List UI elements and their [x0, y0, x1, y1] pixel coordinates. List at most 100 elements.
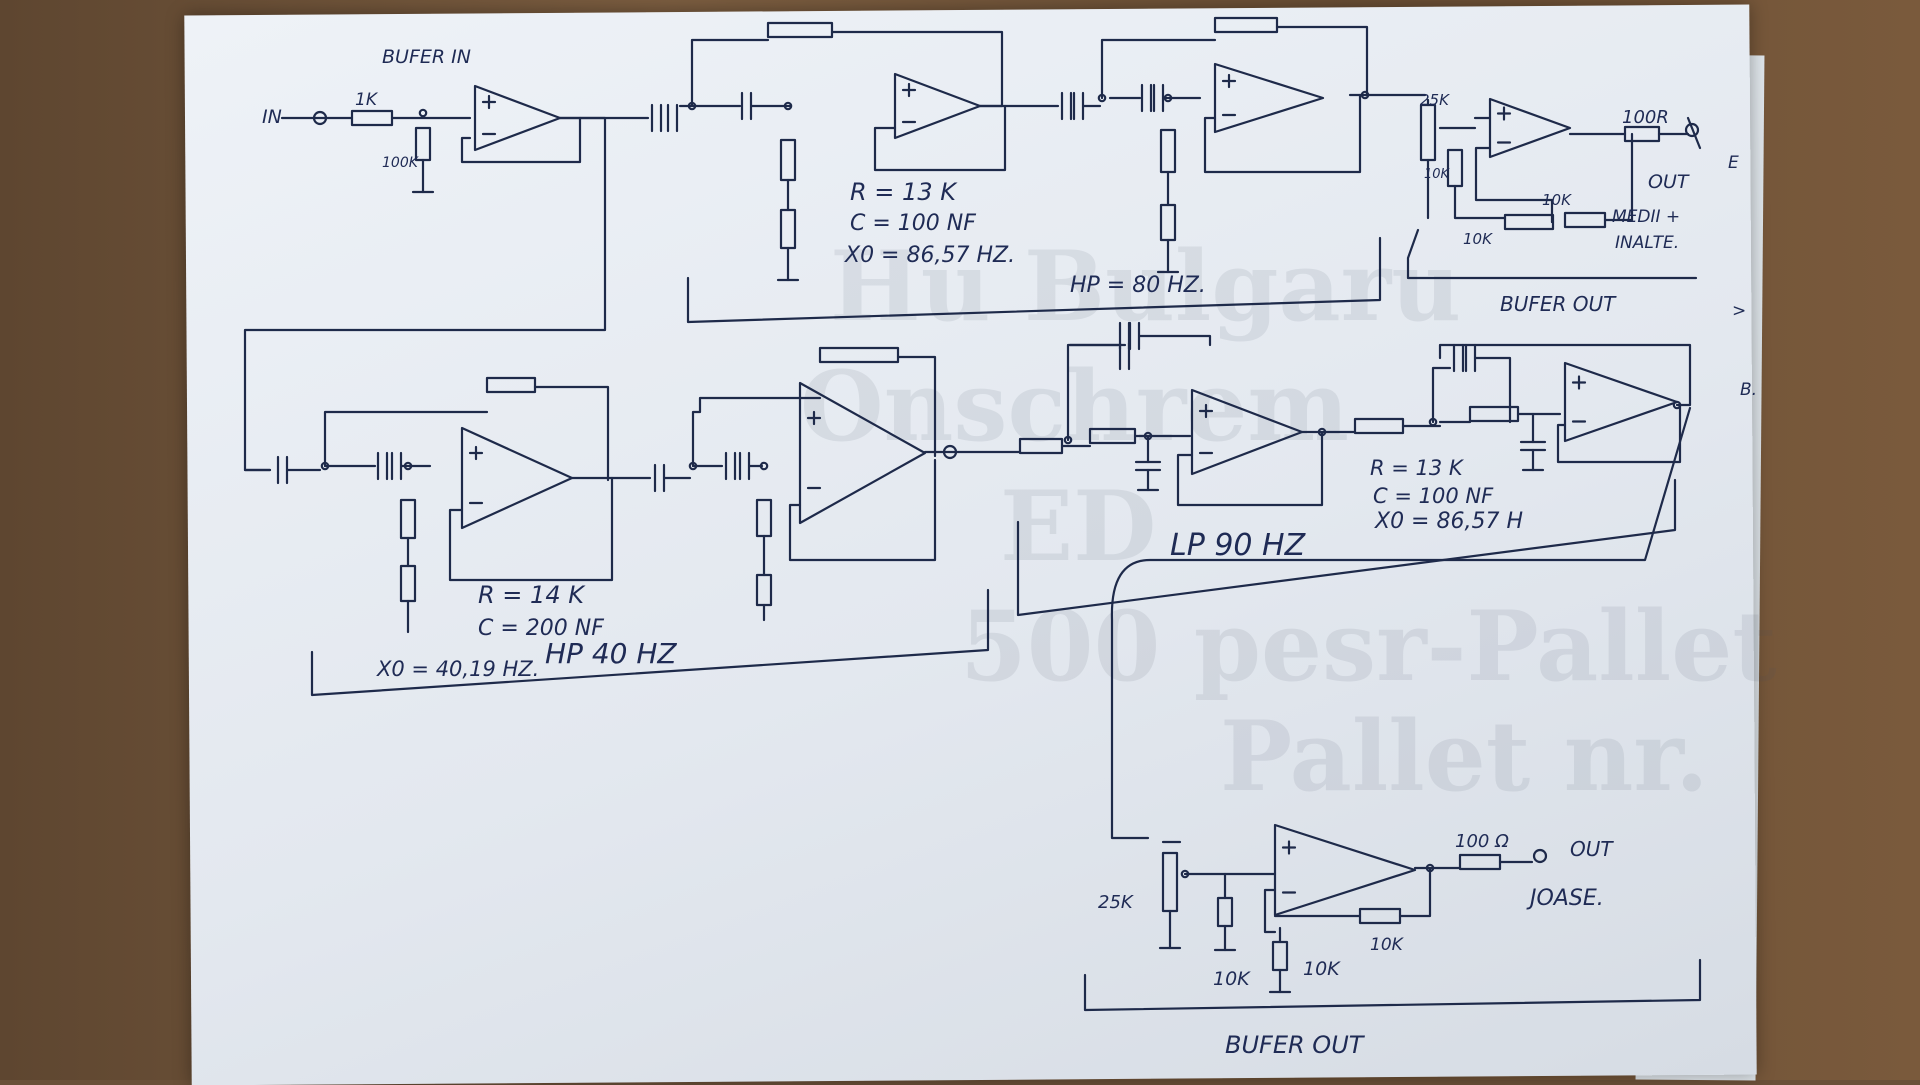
resistor: [485, 376, 537, 394]
op-amp: [893, 72, 982, 140]
margin-mark: B.: [1740, 380, 1757, 400]
resistor: [1161, 851, 1179, 913]
junction-dot: [1063, 435, 1073, 445]
resistor: [1446, 148, 1464, 188]
resistor: [1458, 853, 1502, 871]
resistor: [1468, 405, 1520, 423]
wire: [1203, 93, 1362, 174]
junction-dot: [403, 461, 413, 471]
resistor-100ohm-label: 100 Ω: [1455, 831, 1509, 852]
hp1-corner-freq: X0 = 86,57 HZ.: [844, 243, 1015, 268]
components: [276, 16, 1700, 994]
lp-title: LP 90 HZ: [1170, 528, 1307, 563]
plus-sign: [901, 82, 917, 98]
resistor: [350, 109, 394, 127]
resistor: [818, 346, 900, 364]
capacitor: [724, 451, 737, 481]
capacitor: [276, 455, 289, 485]
wire: [690, 38, 770, 108]
op-amp: [1190, 388, 1304, 476]
plus-sign: [806, 410, 822, 426]
output-top-note: INALTE.: [1615, 233, 1679, 253]
wire: [323, 410, 489, 468]
output-top-label: OUT: [1648, 171, 1690, 193]
output-top-note: MEDII +: [1612, 207, 1680, 227]
wire: [873, 104, 1007, 172]
hp2-c-value: C = 200 NF: [478, 616, 604, 641]
resistor: [1563, 211, 1607, 229]
resistor: [1216, 896, 1234, 928]
capacitor: [1464, 343, 1477, 373]
resistor-10k-label: 10K: [1213, 968, 1251, 990]
wire: [1083, 958, 1702, 1012]
plus-sign: [1281, 840, 1297, 855]
output-bottom-note: JOASE.: [1526, 886, 1604, 911]
junction-dot: [1097, 93, 1107, 103]
junction-dot: [1180, 869, 1190, 879]
capacitor: [666, 103, 679, 133]
pot-25k-bottom-label: 25K: [1098, 892, 1134, 913]
jack-terminal: [1532, 848, 1548, 864]
wire: [1686, 116, 1702, 150]
buffer-out-top-label: BUFER OUT: [1500, 292, 1617, 316]
resistor: [1358, 907, 1402, 925]
capacitor: [390, 451, 403, 481]
op-amp-body: [473, 84, 562, 152]
junction-dot: [783, 101, 793, 111]
hp1-r-value: R = 13 K: [850, 178, 958, 206]
wire: [1275, 25, 1369, 97]
wire: [830, 30, 1004, 108]
junction-dot: [1428, 417, 1438, 427]
capacitor: [1140, 83, 1153, 113]
buffer-out-bottom-label: BUFER OUT: [1225, 1031, 1366, 1059]
resistor: [1419, 103, 1437, 162]
resistor: [1088, 427, 1137, 445]
capacitor: [1134, 460, 1162, 472]
wire: [691, 396, 822, 468]
resistor: [1353, 417, 1405, 435]
op-amp-body: [460, 426, 574, 530]
junction-dot: [1360, 90, 1370, 100]
wire: [1100, 38, 1217, 100]
resistor: [1018, 437, 1064, 455]
resistor: [399, 498, 417, 540]
wire: [1406, 228, 1698, 280]
plus-sign: [1496, 106, 1512, 121]
resistor-1k-label: 1K: [355, 90, 379, 110]
jack-terminal: [942, 444, 958, 460]
lp-corner-freq: X0 = 86,57 H: [1374, 509, 1523, 534]
op-amp: [1488, 97, 1572, 159]
margin-mark: E: [1728, 153, 1739, 173]
plus-sign: [481, 94, 497, 110]
resistor-10k-label: 10K: [1542, 191, 1572, 209]
capacitor: [1072, 91, 1085, 121]
op-amp: [1273, 823, 1417, 917]
hp2-r-value: R = 14 K: [478, 581, 586, 609]
plus-sign: [1198, 403, 1214, 419]
junction-dot: [1425, 863, 1435, 873]
resistor-10k-label: 10K: [1463, 230, 1493, 248]
wire: [1066, 343, 1120, 442]
op-amp: [460, 426, 574, 530]
wire: [448, 476, 614, 582]
capacitor: [1128, 321, 1141, 351]
input-label: IN: [262, 106, 282, 128]
capacitor: [738, 451, 751, 481]
resistor: [779, 138, 797, 182]
resistor: [755, 573, 773, 607]
resistor-10k-label: 10K: [1424, 167, 1451, 182]
hp2-corner-freq: X0 = 40,19 HZ.: [376, 657, 539, 681]
resistor: [1623, 125, 1661, 143]
junction-dot: [759, 461, 769, 471]
resistor: [755, 498, 773, 538]
wire: [1603, 132, 1634, 222]
junction-dot: [418, 108, 428, 118]
op-amp-body: [1488, 97, 1572, 159]
hp1-title: HP = 80 HZ.: [1070, 273, 1206, 298]
capacitor: [740, 91, 753, 121]
wire: [460, 116, 582, 164]
jack-terminal: [1684, 122, 1700, 138]
capacitor: [1519, 440, 1547, 452]
junction-dot: [1317, 427, 1327, 437]
